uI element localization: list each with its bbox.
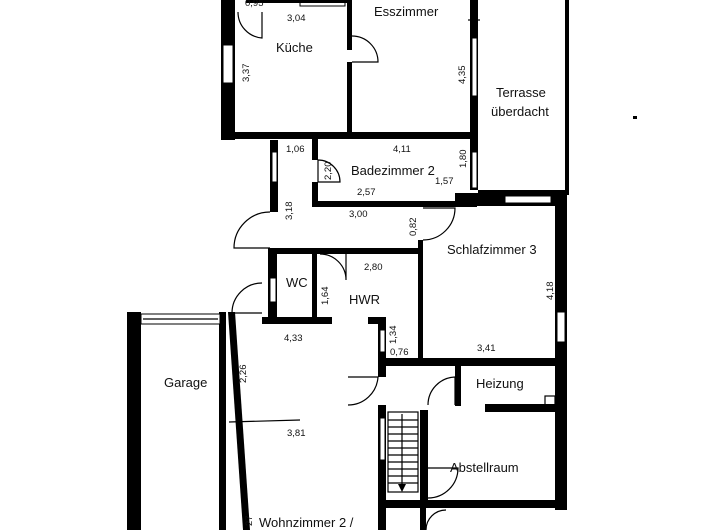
wohnzimmer-line xyxy=(228,419,301,423)
label-abstellraum: Abstellraum xyxy=(450,460,519,475)
door-corridor-west xyxy=(233,211,271,249)
label-terrasse-2: überdacht xyxy=(491,104,549,119)
room-labels: Esszimmer Küche Terrasse überdacht Badez… xyxy=(164,4,549,530)
dimension-labels: 0,95 3,04 3,37 4,35 1,06 4,11 1,80 2,20 … xyxy=(238,0,556,526)
wall-schlaf-east xyxy=(555,193,567,510)
door-wohn xyxy=(347,376,379,406)
dim-418: 4,18 xyxy=(545,282,556,301)
door-corridor-bath xyxy=(317,159,341,183)
label-garage: Garage xyxy=(164,375,207,390)
door-garage xyxy=(231,282,263,314)
wall-schlaf-south xyxy=(383,358,563,366)
window-hwr-east xyxy=(379,329,386,353)
wall-schlaf-west xyxy=(418,240,423,362)
wall-garage-west xyxy=(127,312,141,530)
door-heizung xyxy=(427,376,456,406)
wall-abstell-south xyxy=(385,500,561,508)
dim-304: 3,04 xyxy=(287,13,306,24)
dim-134: 1,34 xyxy=(388,326,399,345)
wall-bath-south xyxy=(312,201,477,207)
label-schlafzimmer: Schlafzimmer 3 xyxy=(447,242,537,257)
label-badezimmer: Badezimmer 2 xyxy=(351,163,435,178)
dim-337: 3,37 xyxy=(241,64,252,83)
wall-bath-west-lower xyxy=(312,182,318,206)
dim-435: 4,35 xyxy=(457,66,468,85)
window-esszimmer-east xyxy=(471,37,478,97)
wall-terrasse-south xyxy=(478,190,568,193)
dim-300: 3,00 xyxy=(349,209,368,220)
door-schlaf xyxy=(422,207,456,241)
window-wc-west xyxy=(269,277,277,303)
door-lower xyxy=(425,509,447,530)
wall-terrasse-east xyxy=(565,0,569,195)
wall-heizung-west xyxy=(455,366,461,406)
door-kitchen-top xyxy=(237,11,263,39)
wall-stair-west xyxy=(378,405,386,530)
label-wc: WC xyxy=(286,275,308,290)
wall-garage-east xyxy=(219,312,226,530)
wall-hwr-south xyxy=(262,317,332,324)
dim-341: 3,41 xyxy=(477,343,496,354)
dim-180: 1,80 xyxy=(458,150,469,169)
dim-082: 0,82 xyxy=(408,218,419,237)
windows xyxy=(140,0,566,461)
dim-411: 4,11 xyxy=(393,144,411,155)
wall-heizung-south xyxy=(485,404,561,412)
dim-257: 2,57 xyxy=(357,187,376,198)
terrasse-mark xyxy=(633,116,637,119)
dim-106: 1,06 xyxy=(286,144,305,155)
stair-outline xyxy=(387,411,419,493)
stair-arrow-head xyxy=(398,484,406,492)
dim-280: 2,80 xyxy=(364,262,383,273)
wall-wc-hwr-top xyxy=(268,248,418,254)
window-kitchen-west xyxy=(222,44,234,84)
doors xyxy=(231,11,459,530)
door-esszimmer xyxy=(351,35,379,63)
dim-226: 2,26 xyxy=(238,365,249,384)
door-abstell xyxy=(427,467,459,499)
window-schlaf-north xyxy=(504,195,552,204)
wall-hwr-south-2 xyxy=(368,317,384,324)
wall-wc-east xyxy=(312,254,317,322)
label-hwr: HWR xyxy=(349,292,380,307)
label-esszimmer: Esszimmer xyxy=(374,4,439,19)
wall-stair-east xyxy=(420,410,428,500)
wall-kitchen-south xyxy=(221,132,471,139)
wall-kitchen-esszimmer xyxy=(347,0,352,50)
stairs xyxy=(387,411,419,493)
wall-garage-slant xyxy=(228,312,250,530)
dim-095: 0,95 xyxy=(245,0,264,9)
door-hwr xyxy=(319,253,347,281)
label-heizung: Heizung xyxy=(476,376,524,391)
dim-318: 3,18 xyxy=(284,202,295,221)
dim-157: 1,57 xyxy=(435,176,454,187)
dim-076: 0,76 xyxy=(390,347,409,358)
label-terrasse-1: Terrasse xyxy=(496,85,546,100)
label-wohnzimmer: Wohnzimmer 2 / xyxy=(259,515,354,530)
wall-top-partial xyxy=(246,0,350,3)
dim-381: 3,81 xyxy=(287,428,306,439)
dim-220: 2,20 xyxy=(323,162,334,181)
walls xyxy=(127,0,569,530)
dim-433: 4,33 xyxy=(284,333,303,344)
heizung-box xyxy=(544,395,556,407)
dim-164: 1,64 xyxy=(320,287,331,306)
dim-27: 27 xyxy=(244,515,255,526)
window-corridor-west xyxy=(271,151,278,183)
wall-bath-west xyxy=(312,138,318,160)
window-bath-east xyxy=(471,151,478,189)
wall-lower-east xyxy=(420,508,426,530)
wall-kitchen-esszimmer-lower xyxy=(347,62,352,136)
window-schlaf-east xyxy=(556,311,566,343)
window-stair-west xyxy=(379,417,386,461)
label-kueche: Küche xyxy=(276,40,313,55)
